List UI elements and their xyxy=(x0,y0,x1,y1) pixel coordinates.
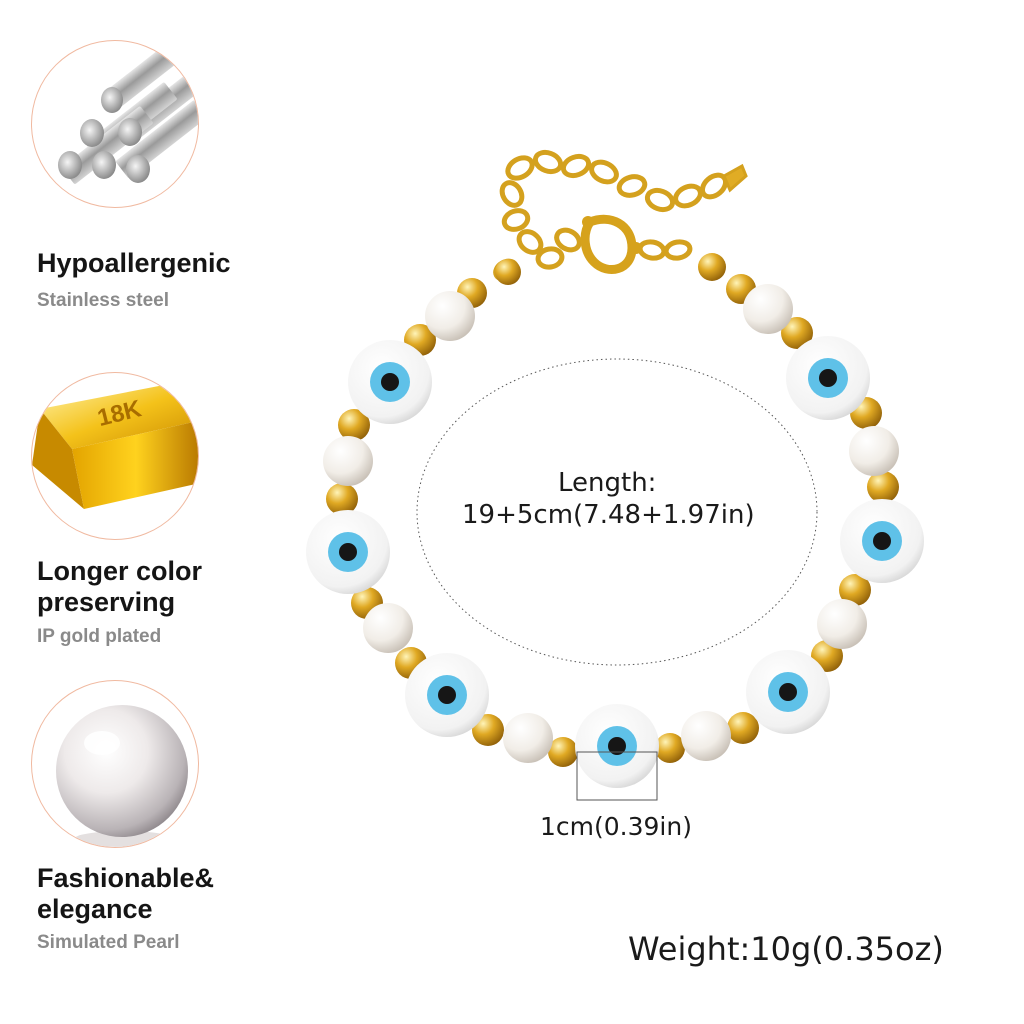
extender-chain xyxy=(493,149,748,282)
length-label: Length: xyxy=(558,468,657,498)
lobster-clasp xyxy=(580,214,642,274)
feature-title-color-line1: Longer color xyxy=(37,556,203,586)
gold-bar-icon: 18K xyxy=(32,385,198,509)
evil-eye-beads xyxy=(306,336,924,788)
feature-image-gold: 18K xyxy=(31,372,199,540)
feature-title-fashion: Fashionable& elegance xyxy=(37,863,214,925)
pearl-beads xyxy=(323,284,899,763)
length-value: 19+5cm(7.48+1.97in) xyxy=(462,500,755,530)
length-guide-ellipse xyxy=(416,358,818,666)
feature-title-color-line2: preserving xyxy=(37,587,176,617)
feature-title-fashion-line1: Fashionable& xyxy=(37,863,215,893)
steel-rods-icon xyxy=(58,41,198,184)
feature-title-color: Longer color preserving xyxy=(37,556,202,618)
weight-label: Weight:10g(0.35oz) xyxy=(628,930,944,968)
pearl-icon xyxy=(56,705,188,847)
feature-subtitle-steel: Stainless steel xyxy=(37,290,170,311)
feature-image-steel xyxy=(31,40,199,208)
feature-subtitle-gold: IP gold plated xyxy=(37,626,162,647)
feature-title-fashion-line2: elegance xyxy=(37,894,153,924)
bead-size-bracket xyxy=(576,751,658,801)
bead-size-label: 1cm(0.39in) xyxy=(540,812,692,841)
feature-subtitle-pearl: Simulated Pearl xyxy=(37,932,180,953)
feature-title-hypoallergenic: Hypoallergenic xyxy=(37,248,231,278)
gold-beads xyxy=(326,253,899,767)
feature-image-pearl xyxy=(31,680,199,848)
